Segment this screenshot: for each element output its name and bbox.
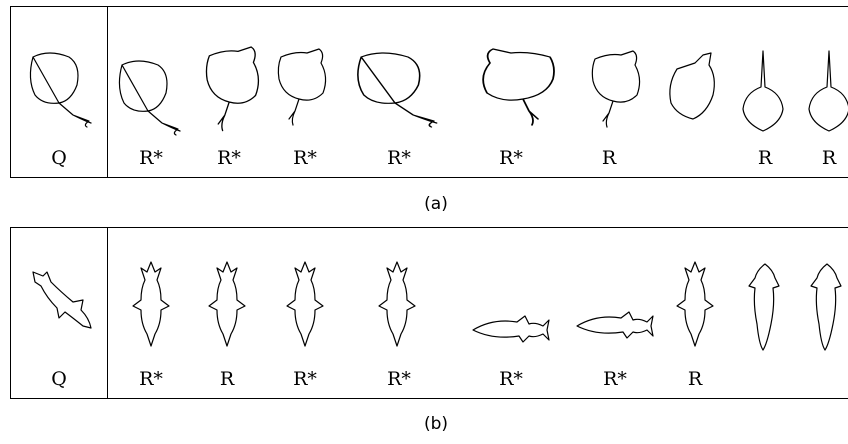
query-label: Q	[51, 147, 67, 169]
query-divider	[107, 228, 108, 398]
result-ray-shape	[807, 50, 848, 135]
result-ray-shape	[741, 50, 789, 135]
panel-a-caption: (a)	[424, 194, 448, 214]
result-ray-shape	[277, 48, 337, 129]
query-divider	[107, 7, 108, 177]
result-fish-shape	[675, 261, 715, 352]
result-label: R*	[499, 368, 523, 390]
result-label: R*	[387, 368, 411, 390]
result-ray-shape	[356, 51, 446, 131]
result-label: R*	[603, 368, 627, 390]
result-label: R	[601, 147, 617, 169]
result-fish-shape	[131, 261, 171, 352]
panel-b-caption: (b)	[423, 414, 449, 434]
result-label: R*	[139, 147, 163, 169]
panel-b-frame: Q R* R R* R* R* R* R	[10, 227, 848, 399]
query-label: Q	[51, 368, 67, 390]
result-fish-shape	[377, 261, 417, 352]
result-ray-shape	[118, 59, 184, 139]
query-ray-shape	[29, 51, 99, 131]
result-fish-shape	[472, 310, 553, 350]
result-label: R	[757, 147, 773, 169]
result-label: R*	[217, 147, 241, 169]
result-label: R*	[293, 147, 317, 169]
result-label: R*	[499, 147, 523, 169]
result-label: R*	[387, 147, 411, 169]
result-label: R*	[293, 368, 317, 390]
result-ray-shape	[199, 43, 265, 132]
result-label: R*	[139, 368, 163, 390]
result-ray-shape	[591, 50, 647, 131]
result-ray-shape	[667, 51, 727, 131]
result-label: R	[219, 368, 235, 390]
result-fish-shape	[748, 263, 783, 354]
result-fish-shape	[207, 261, 247, 352]
query-fish-shape	[32, 271, 97, 342]
result-fish-shape	[810, 263, 845, 354]
result-fish-shape	[285, 261, 325, 352]
result-label: R	[687, 368, 703, 390]
panel-a-frame: Q R* R* R* R* R* R R R	[10, 6, 848, 178]
result-ray-shape	[466, 48, 556, 129]
result-label: R	[821, 147, 837, 169]
result-fish-shape	[576, 306, 657, 346]
